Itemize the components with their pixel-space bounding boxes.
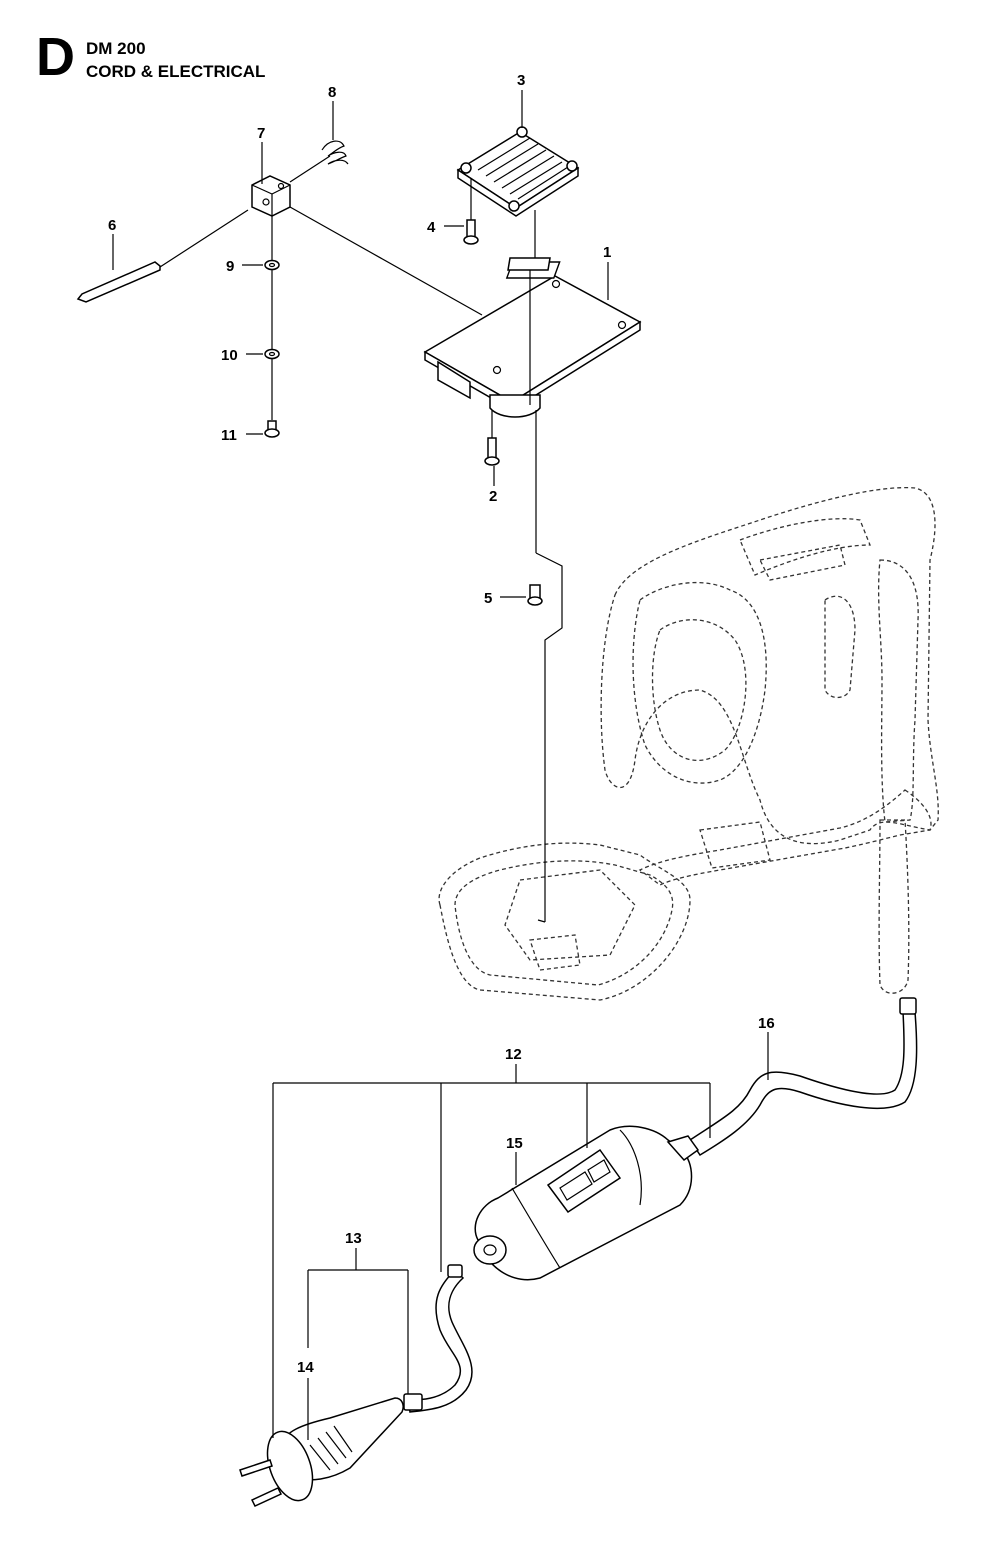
part-15-switch-box xyxy=(473,1125,700,1281)
callout-13: 13 xyxy=(345,1230,362,1247)
part-5-screw xyxy=(527,410,563,923)
extension-cord xyxy=(403,1264,473,1413)
callout-14: 14 xyxy=(297,1359,314,1376)
callout-12: 12 xyxy=(505,1046,522,1063)
part-11-screw xyxy=(264,420,280,438)
callout-labels: 1 2 3 4 5 6 7 8 9 10 11 12 13 14 15 16 xyxy=(108,72,775,1376)
section-title: CORD & ELECTRICAL xyxy=(86,62,266,81)
part-8-spring xyxy=(289,140,349,183)
part-10-washer xyxy=(264,348,280,360)
callout-16: 16 xyxy=(758,1015,775,1032)
callout-4: 4 xyxy=(427,219,436,236)
callout-7: 7 xyxy=(257,125,265,142)
section-letter: D xyxy=(36,27,75,87)
part-1-circuit-board xyxy=(423,257,642,418)
tool-housing-outline xyxy=(438,486,939,1001)
part-9-washer xyxy=(264,259,280,271)
callout-8: 8 xyxy=(328,84,336,101)
callout-9: 9 xyxy=(226,258,234,275)
callout-6: 6 xyxy=(108,217,116,234)
callout-2: 2 xyxy=(489,488,497,505)
model-name: DM 200 xyxy=(86,39,146,58)
part-3-heat-sink xyxy=(456,126,580,260)
part-16-cord xyxy=(688,997,918,1157)
part-4-screw xyxy=(463,178,479,245)
part-14-plug xyxy=(239,1397,404,1507)
part-7-block xyxy=(251,175,291,217)
callout-15: 15 xyxy=(506,1135,523,1152)
callout-3: 3 xyxy=(517,72,525,89)
callout-11: 11 xyxy=(221,427,237,444)
callout-10: 10 xyxy=(221,347,238,364)
callout-1: 1 xyxy=(603,244,611,261)
part-2-screw xyxy=(484,410,500,466)
callout-5: 5 xyxy=(484,590,492,607)
part-6-pin xyxy=(76,209,249,303)
callout-leaders xyxy=(112,90,769,1440)
